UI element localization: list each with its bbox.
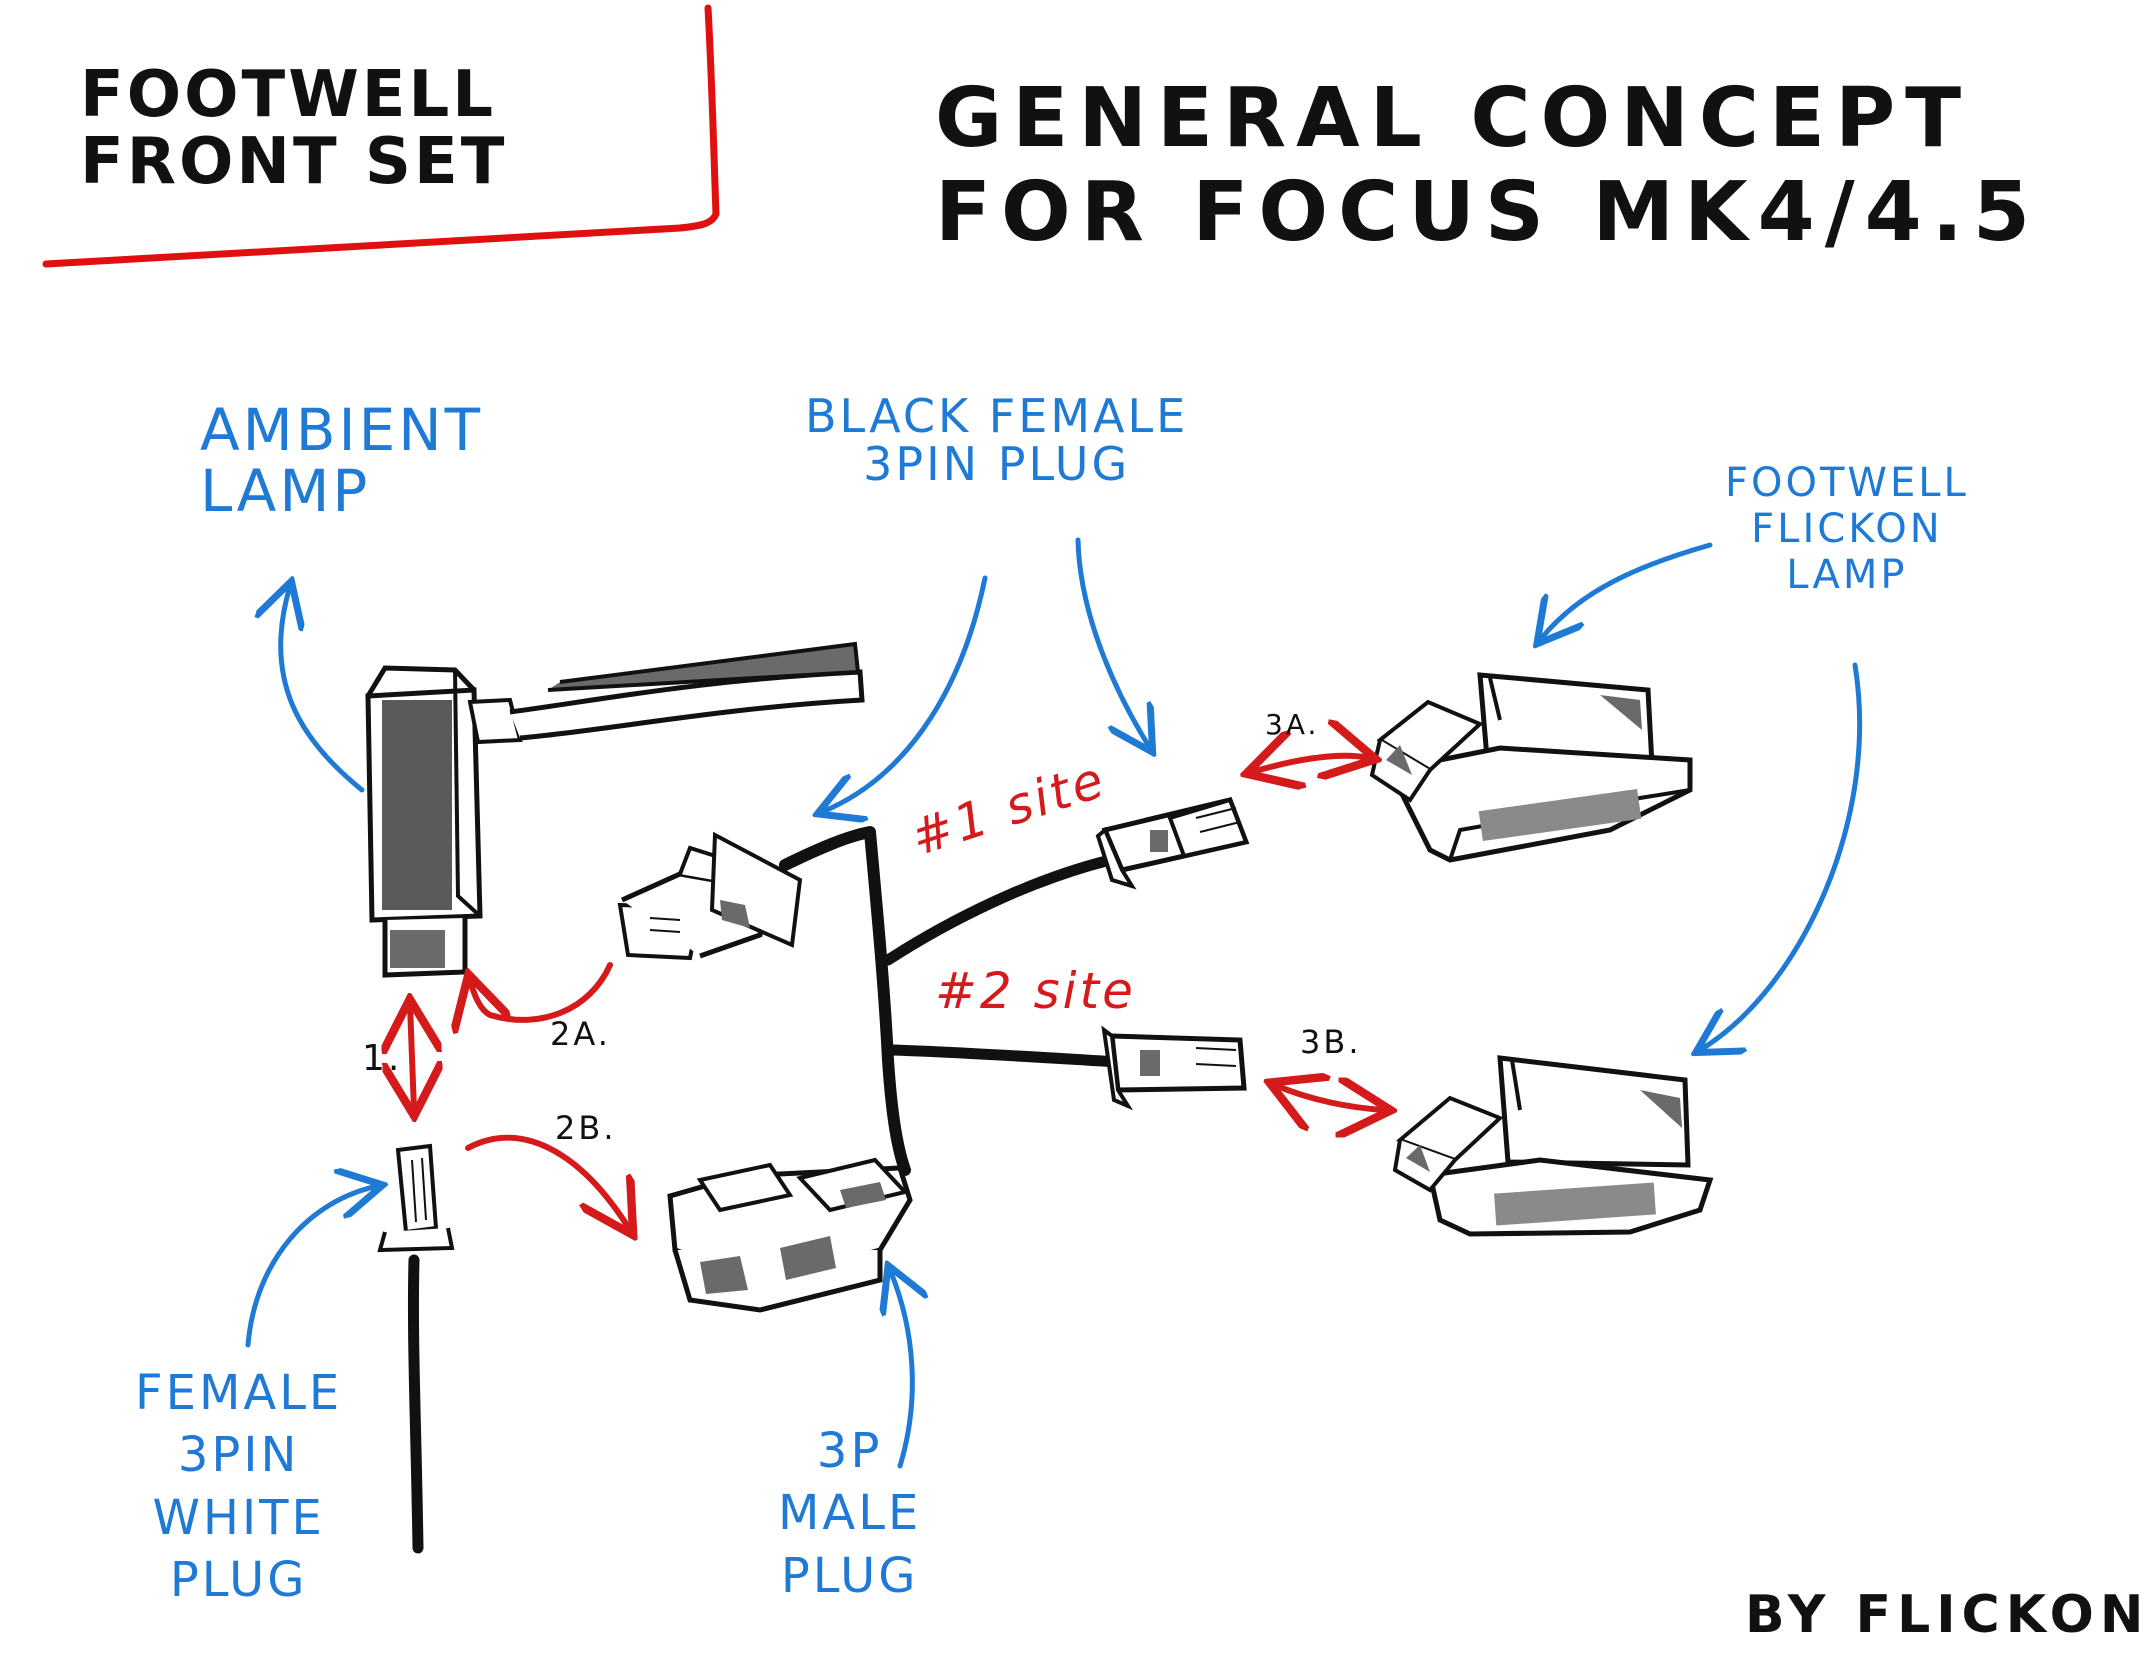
step2b-label: 2B. [555,1109,617,1147]
arrow-step3b [1275,1085,1385,1110]
arrow-to-ambient-label [281,586,365,793]
arrow-step2b [465,1134,630,1230]
arrow-male-plug [890,1270,912,1469]
footwell-lamp-lower-drawing [1392,1055,1714,1237]
ambient-lamp-drawing [365,641,865,978]
arrow-step1 [410,1005,414,1110]
footwell-lamp-upper-drawing [1369,672,1693,863]
credit-label: BY FLICKON [1745,1585,2150,1645]
step3a-label: 3A. [1265,708,1320,741]
header-frame [42,4,720,268]
white-plug-label: FEMALE 3PIN WHITE PLUG [135,1365,343,1609]
arrow-white-plug [245,1186,378,1348]
step2a-label: 2A. [550,1015,611,1053]
step3b-label: 3B. [1300,1023,1362,1061]
male-plug-label: 3P MALE PLUG [778,1423,922,1604]
site2-label: #2 site [935,962,1136,1020]
arrow-black-plug-to-site1 [1075,537,1150,748]
step1-label: 1. [362,1038,403,1079]
blue-arrows [245,537,1863,1469]
footwell-lamp-label: FOOTWELL FLICKON LAMP [1725,460,1969,598]
red-arrows [410,756,1385,1230]
male-plug-drawing [667,1157,913,1313]
arrow-to-footwell-lower [1700,662,1863,1050]
arrow-step3a [1252,756,1370,772]
white-plug-drawing [377,1143,455,1554]
arrow-black-plug-to-female [822,575,988,812]
site2-plug-drawing [1101,1025,1247,1111]
ambient-lamp-label: AMBIENT LAMP [200,396,484,525]
site1-plug-drawing [1095,797,1250,890]
main-title: GENERAL CONCEPT FOR FOCUS MK4/4.5 [935,71,2040,261]
section-title: FOOTWELL FRONT SET [80,58,508,200]
arrow-to-footwell-upper [1540,542,1713,640]
black-female-plug-drawing [617,831,803,961]
black-plug-label: BLACK FEMALE 3PIN PLUG [805,389,1189,492]
arrow-step2a [470,962,613,1020]
